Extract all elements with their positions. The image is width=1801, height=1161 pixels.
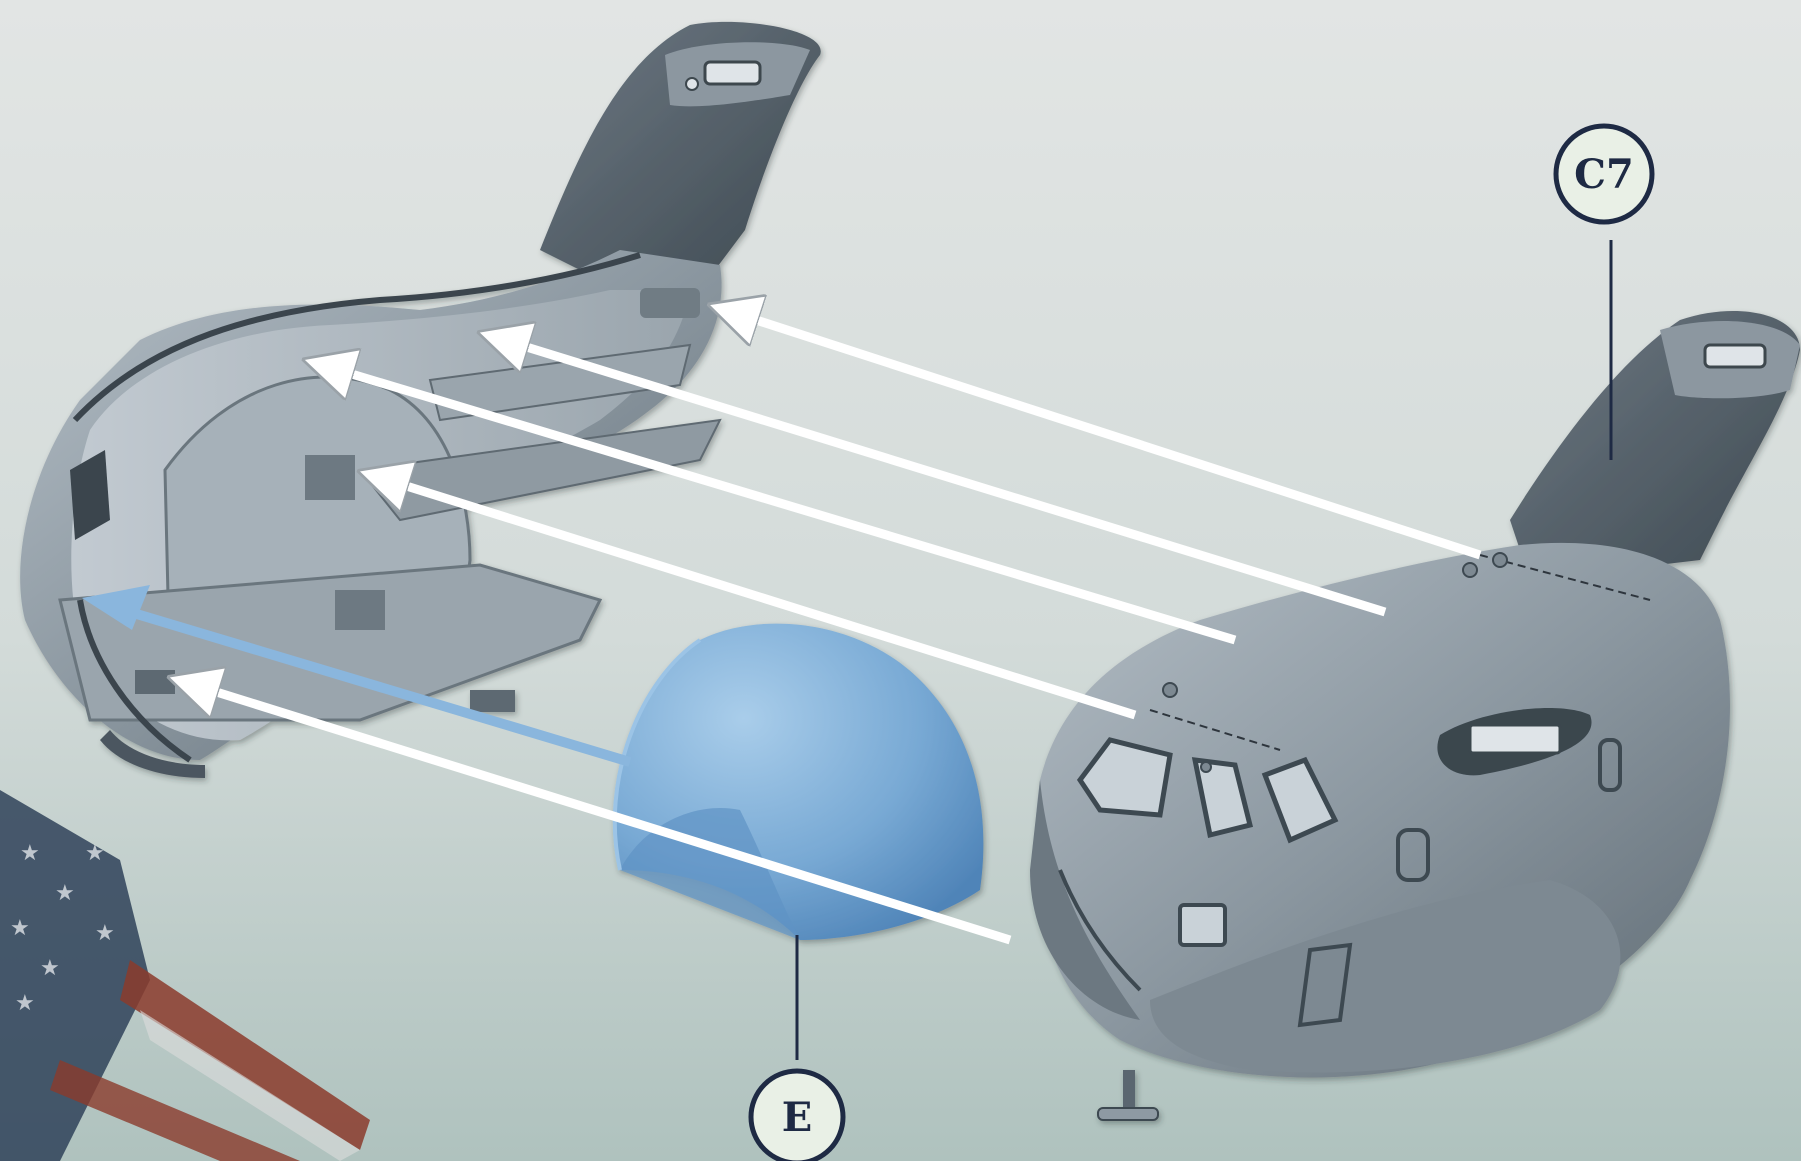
svg-text:★: ★ bbox=[95, 921, 115, 946]
svg-text:★: ★ bbox=[55, 881, 75, 906]
svg-text:★: ★ bbox=[20, 841, 40, 866]
svg-text:★: ★ bbox=[40, 956, 60, 981]
svg-text:★: ★ bbox=[85, 841, 105, 866]
label-c7-text: C7 bbox=[1574, 151, 1634, 198]
svg-text:★: ★ bbox=[10, 916, 30, 941]
label-e-text: E bbox=[782, 1094, 813, 1141]
svg-text:★: ★ bbox=[15, 991, 35, 1016]
